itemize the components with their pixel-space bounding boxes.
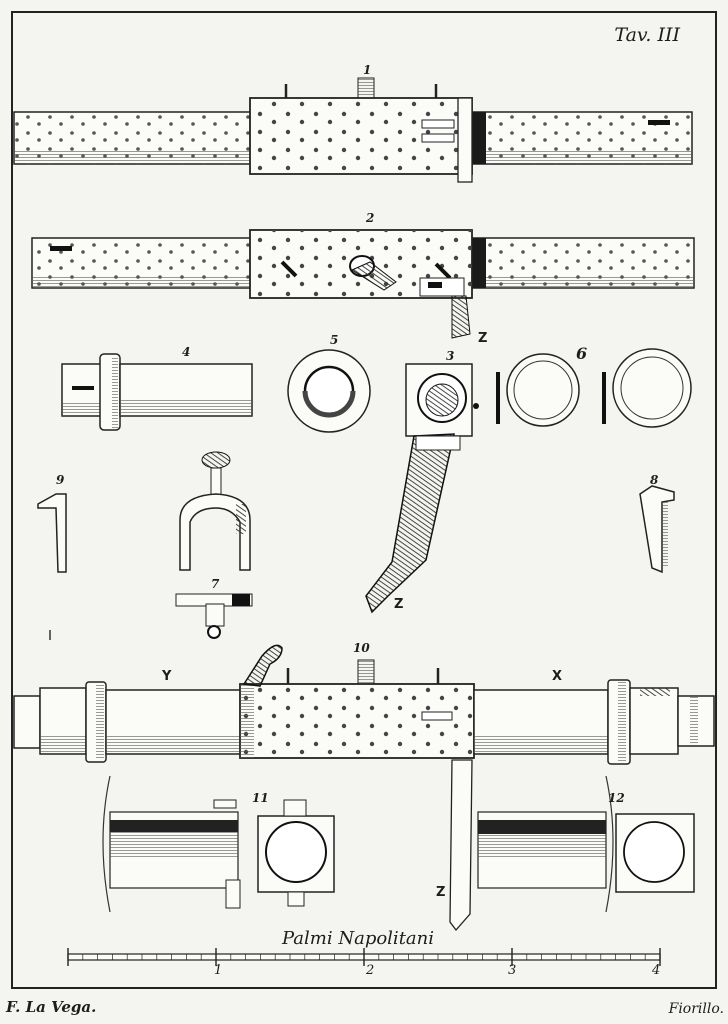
figure-number-12: 12 — [608, 791, 625, 805]
scale-bar — [67, 948, 661, 966]
figure-12-section — [477, 775, 695, 913]
part-letter-z-lower: Z — [436, 885, 446, 900]
figure-number-11: 11 — [252, 791, 269, 805]
figure-1-tube-assembly — [13, 77, 693, 183]
part-letter-z-lever: Z — [394, 597, 404, 612]
scale-tick-1: 1 — [214, 963, 223, 978]
part-letter-x: X — [552, 669, 563, 684]
plate-title: Tav. III — [614, 24, 680, 46]
figure-2-tube-assembly — [31, 229, 695, 339]
scale-label: Palmi Napolitani — [282, 928, 435, 949]
figure-8-hook — [639, 485, 675, 574]
figure-5-ring — [287, 349, 371, 433]
figure-10-assembly — [13, 644, 715, 932]
figure-number-6: 6 — [576, 344, 588, 363]
figure-9-hook — [37, 493, 67, 573]
figure-4-sleeve — [61, 353, 253, 431]
figure-number-2: 2 — [366, 211, 375, 225]
part-letter-z-upper: Z — [478, 331, 488, 346]
figure-number-10: 10 — [353, 641, 370, 655]
figure-number-9: 9 — [56, 473, 65, 487]
figure-11-section — [102, 775, 335, 913]
scale-tick-3: 3 — [508, 963, 517, 978]
engraver-credit: F. La Vega. — [6, 998, 97, 1016]
figure-7-plate — [175, 593, 253, 639]
figure-3-lever — [365, 363, 479, 614]
figure-number-3: 3 — [446, 349, 455, 363]
figure-6-washers — [496, 348, 692, 428]
figure-7-fork — [179, 451, 251, 571]
figure-number-5: 5 — [330, 333, 339, 347]
draftsman-credit: Fiorillo. — [668, 1001, 724, 1017]
scale-tick-4: 4 — [652, 963, 661, 978]
scale-tick-2: 2 — [366, 963, 375, 978]
figure-number-1: 1 — [363, 63, 372, 77]
plate-border — [11, 11, 717, 989]
part-letter-y: Y — [162, 669, 172, 684]
scale-tick-marks — [67, 948, 661, 966]
figure-number-7: 7 — [211, 577, 220, 591]
figure-number-8: 8 — [650, 473, 659, 487]
figure-number-4: 4 — [182, 345, 191, 359]
